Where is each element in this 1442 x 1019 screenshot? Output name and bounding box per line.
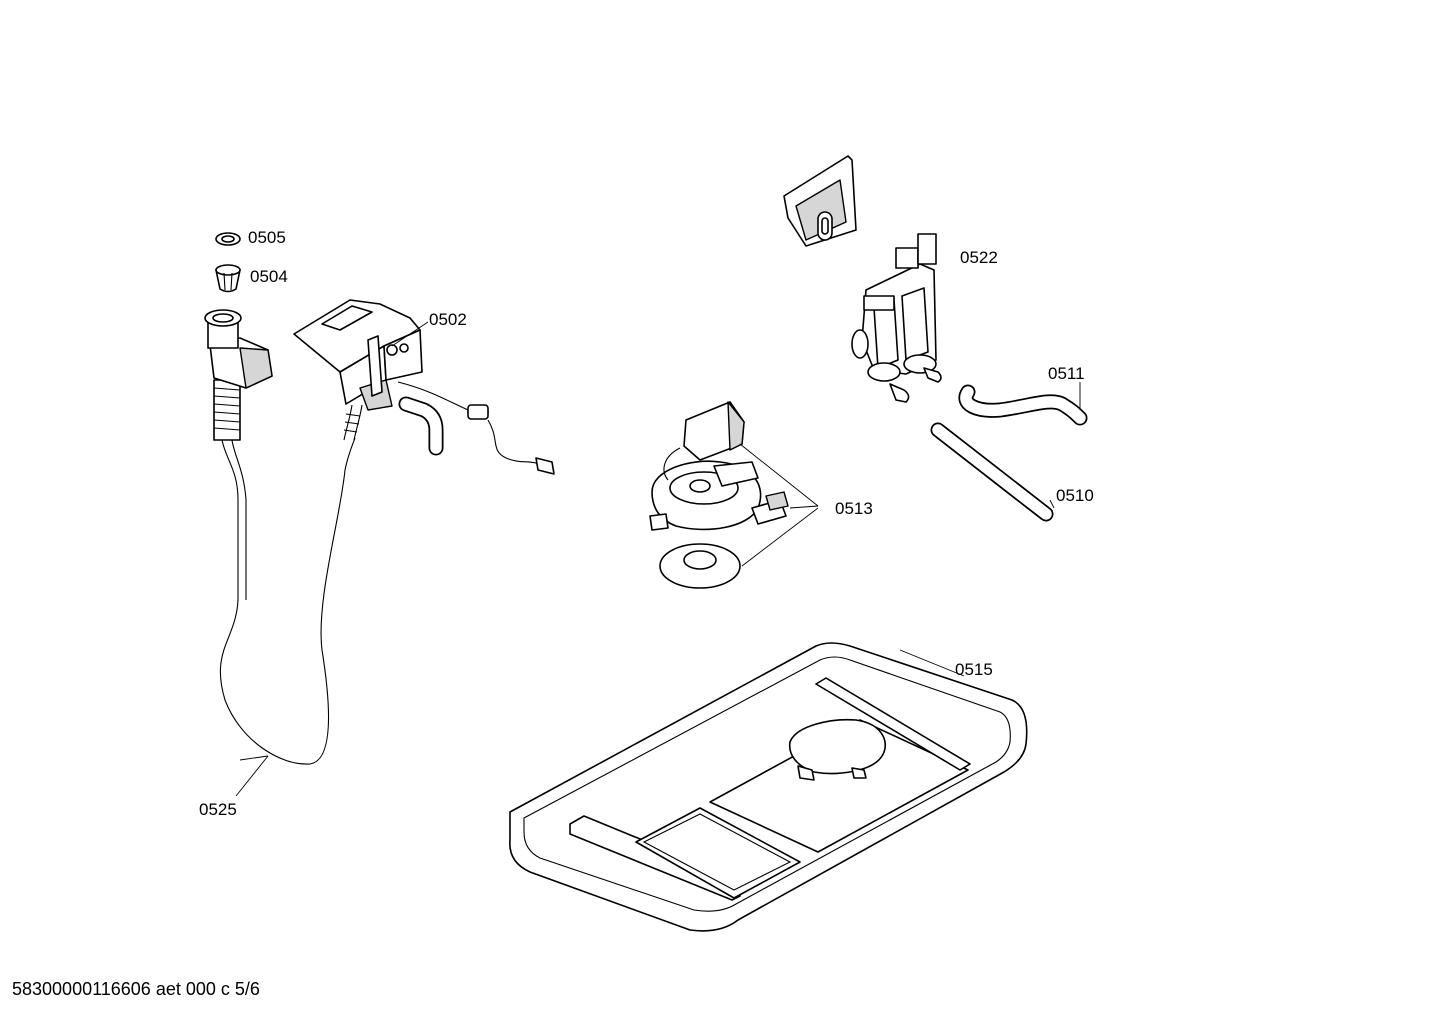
label-0504: 0504 xyxy=(250,267,288,286)
label-0522: 0522 xyxy=(960,248,998,267)
label-0502: 0502 xyxy=(429,310,467,329)
label-0513: 0513 xyxy=(835,499,873,518)
label-0511: 0511 xyxy=(1048,364,1085,383)
part-0515-base-tray xyxy=(509,642,1028,932)
label-0515: 0515 xyxy=(955,660,993,679)
part-0505-washer xyxy=(215,232,241,246)
label-0525: 0525 xyxy=(199,800,237,819)
label-0510: 0510 xyxy=(1056,486,1094,505)
label-0505: 0505 xyxy=(248,228,286,247)
part-0504-nut xyxy=(215,264,241,293)
part-0522-inlet-valve xyxy=(783,155,942,403)
part-0510-tube xyxy=(930,422,1054,522)
part-0525-drain-hose xyxy=(204,309,356,765)
part-0502-valve-assembly xyxy=(293,299,555,475)
drawing-reference: 58300000116606 aet 000 c 5/6 xyxy=(12,979,260,999)
part-0511-hose xyxy=(958,384,1088,426)
leader-lines xyxy=(235,321,1081,797)
part-0513-pressure-switch xyxy=(649,401,819,589)
